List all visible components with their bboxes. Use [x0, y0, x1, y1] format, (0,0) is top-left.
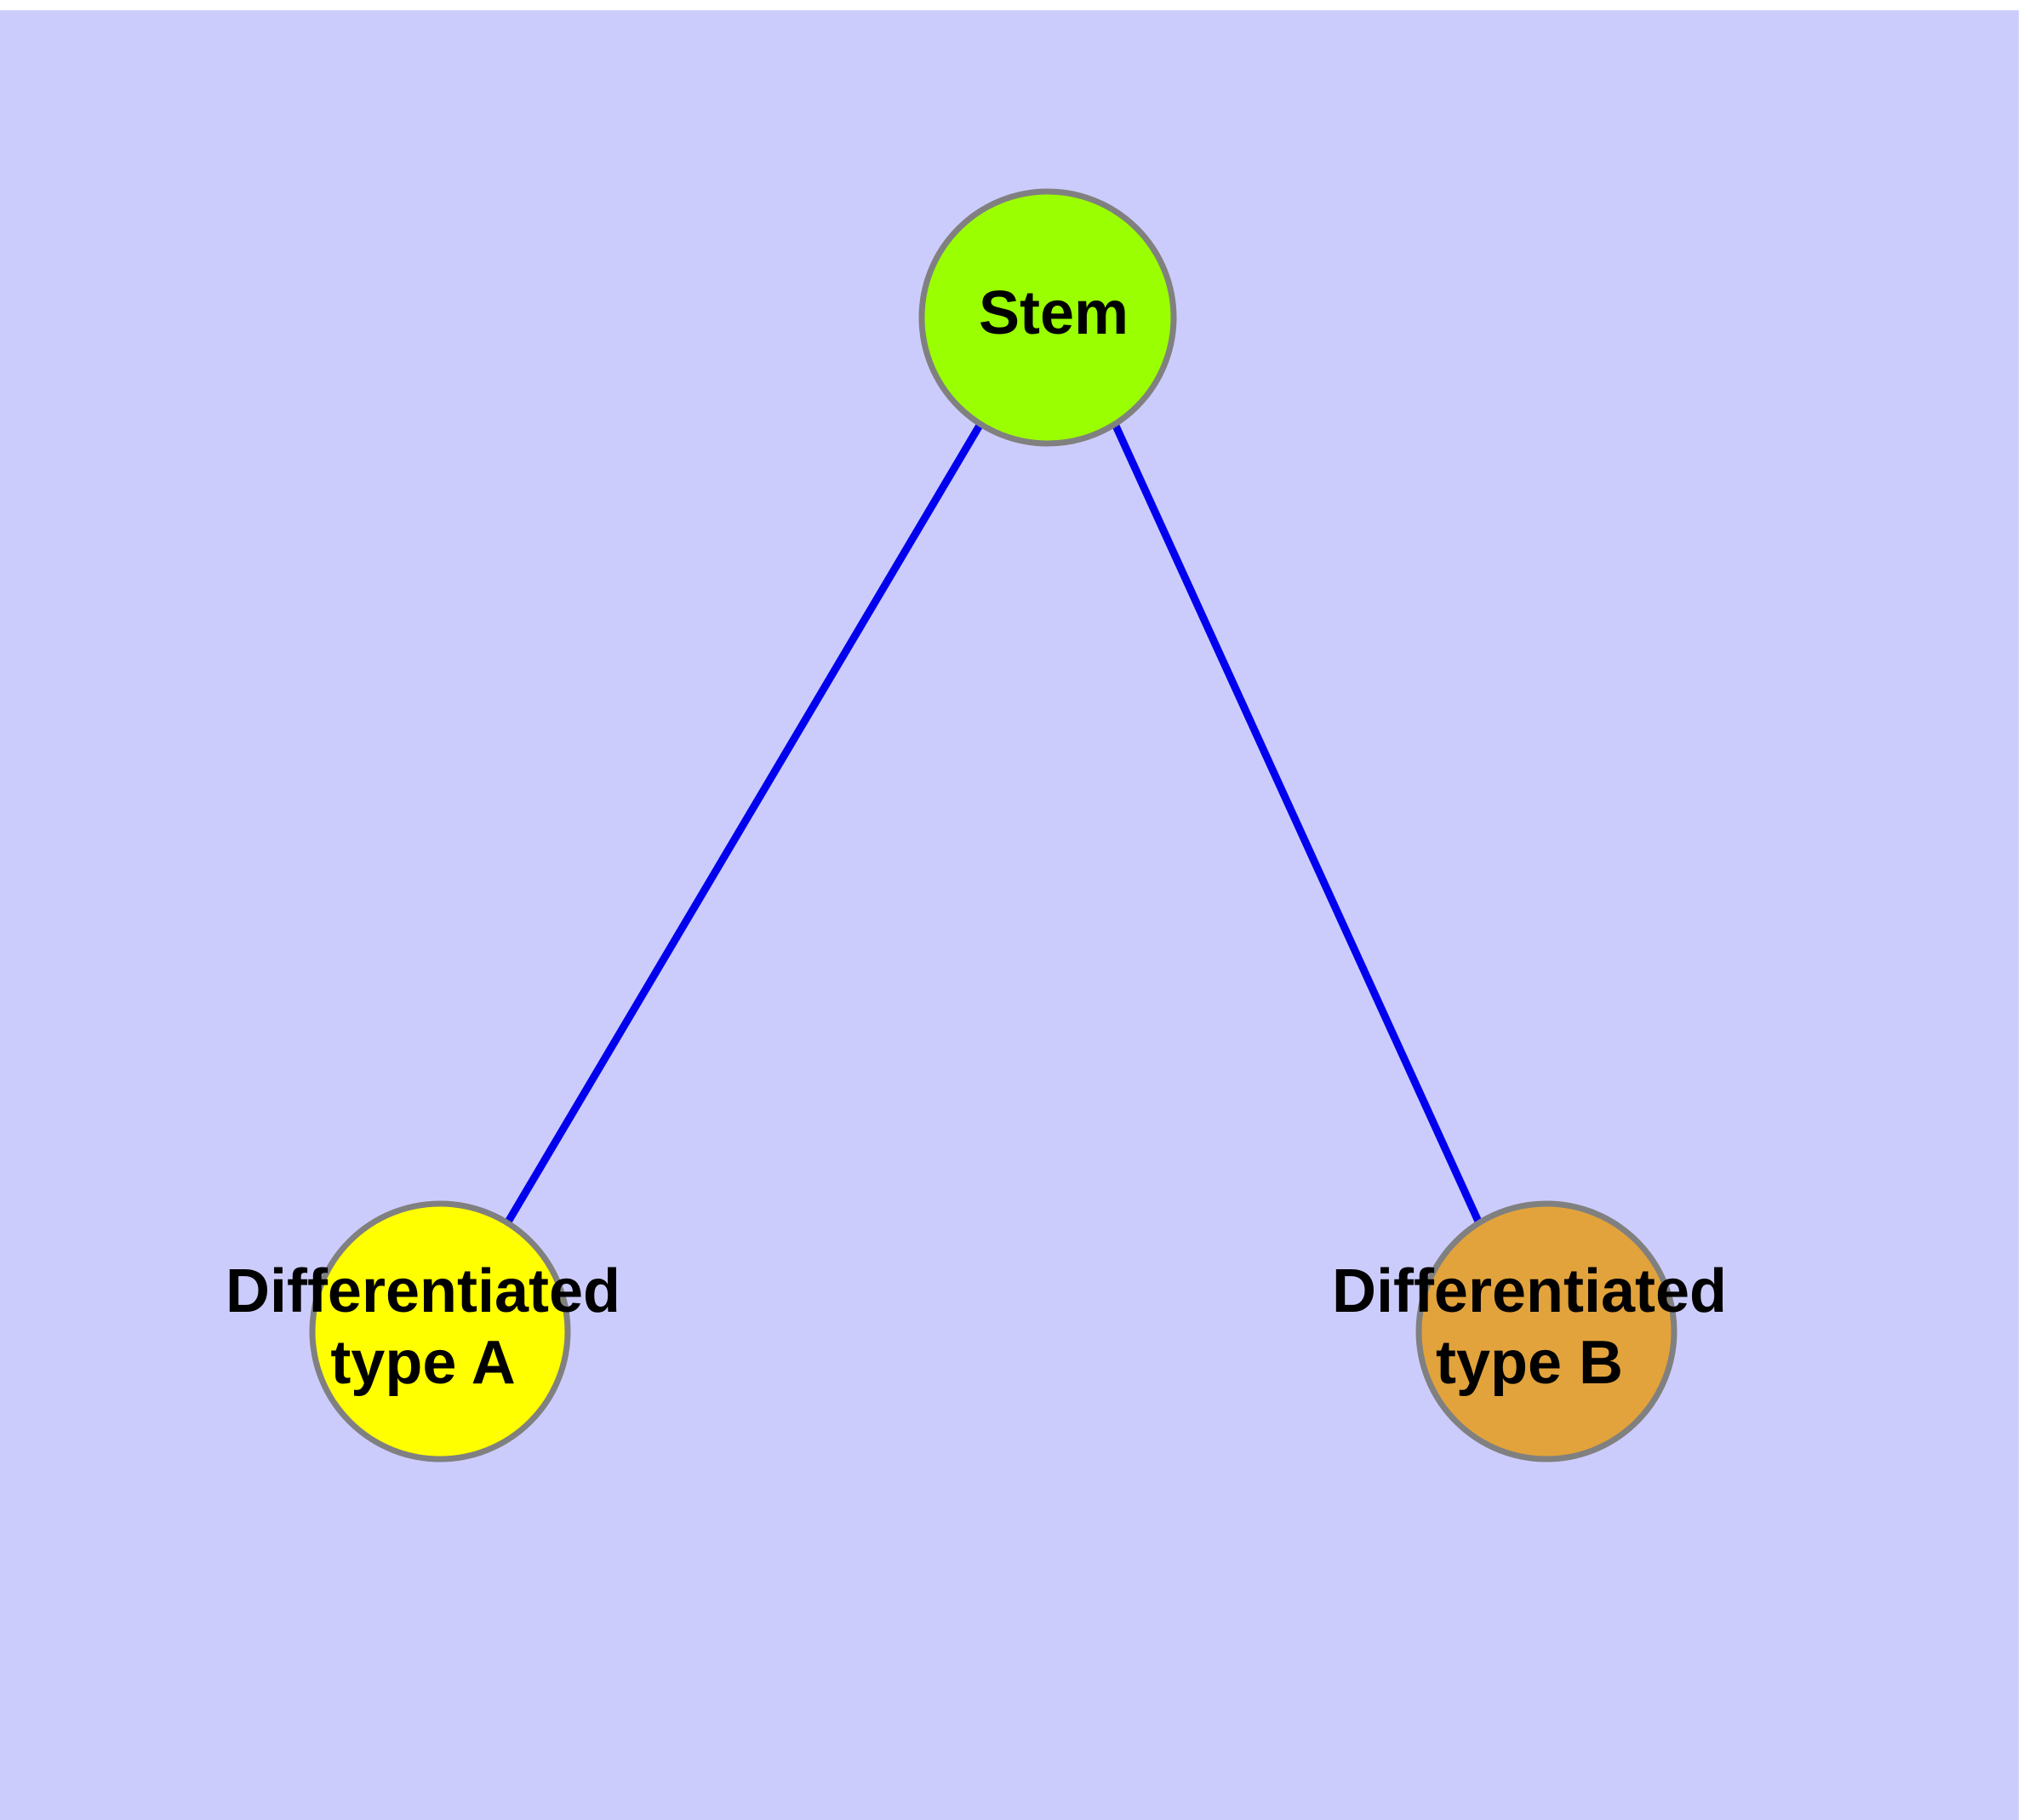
node-stem-label: Stem [979, 279, 1129, 347]
node-diff-b-circle[interactable] [1415, 1200, 1677, 1462]
edge-stem-to-diff-b[interactable] [1111, 422, 1483, 1225]
label-line: Stem [979, 279, 1129, 347]
label-line: Differentiated [1332, 1257, 1727, 1325]
label-line: Differentiated [226, 1257, 620, 1325]
label-line: type A [330, 1329, 515, 1397]
label-line: type B [1436, 1329, 1623, 1397]
node-diff-a-circle[interactable] [309, 1200, 571, 1462]
node-diff-b[interactable] [1415, 1200, 1677, 1462]
edge-stem-to-diff-a[interactable] [504, 421, 984, 1226]
edges-group [504, 421, 1483, 1226]
node-stem-circle[interactable] [918, 188, 1177, 447]
node-stem[interactable] [918, 188, 1177, 447]
nodes-group [309, 188, 1677, 1462]
node-diff-a[interactable] [309, 1200, 571, 1462]
